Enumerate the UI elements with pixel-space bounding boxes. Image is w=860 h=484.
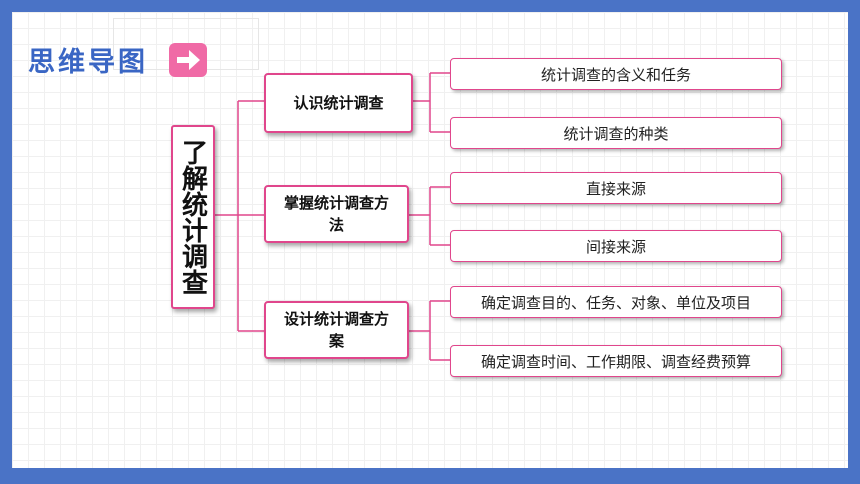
branch-node-2: 掌握统计调查方法 bbox=[264, 185, 409, 243]
branch-label: 掌握统计调查方法 bbox=[283, 194, 389, 234]
root-label: 了解统计调查 bbox=[177, 139, 208, 295]
branch-label: 设计统计调查方案 bbox=[283, 310, 389, 350]
leaf-label: 统计调查的种类 bbox=[563, 124, 669, 143]
page-title: 思维导图 bbox=[28, 47, 148, 78]
leaf-node: 确定调查目的、任务、对象、单位及项目 bbox=[450, 286, 782, 318]
leaf-node: 间接来源 bbox=[450, 230, 782, 262]
leaf-node: 确定调查时间、工作期限、调查经费预算 bbox=[450, 345, 782, 377]
leaf-node: 直接来源 bbox=[450, 172, 782, 204]
branch-node-1: 认识统计调查 bbox=[264, 73, 413, 133]
leaf-label: 确定调查目的、任务、对象、单位及项目 bbox=[480, 293, 751, 312]
branch-node-3: 设计统计调查方案 bbox=[264, 301, 409, 359]
root-node: 了解统计调查 bbox=[171, 125, 215, 309]
leaf-label: 间接来源 bbox=[585, 237, 646, 256]
leaf-label: 直接来源 bbox=[585, 179, 646, 198]
leaf-label: 统计调查的含义和任务 bbox=[540, 65, 691, 84]
leaf-label: 确定调查时间、工作期限、调查经费预算 bbox=[480, 352, 751, 371]
leaf-node: 统计调查的种类 bbox=[450, 117, 782, 149]
leaf-node: 统计调查的含义和任务 bbox=[450, 58, 782, 90]
arrow-right-icon bbox=[169, 43, 207, 77]
branch-label: 认识统计调查 bbox=[293, 94, 384, 112]
